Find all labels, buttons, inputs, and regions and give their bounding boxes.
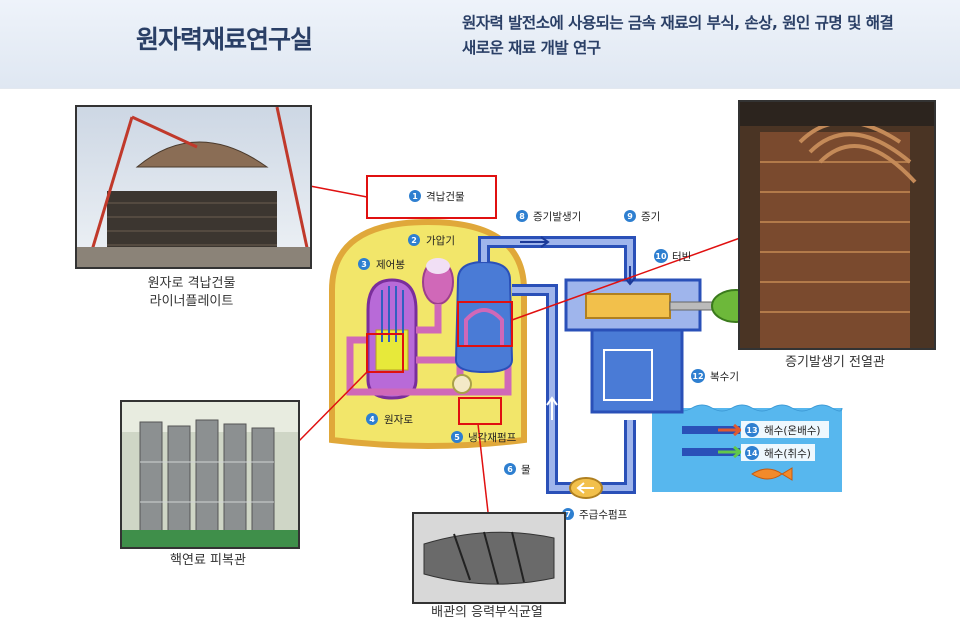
label-7-text: 주급수펌프 bbox=[579, 509, 628, 521]
photo-fuel-cladding bbox=[120, 400, 300, 549]
label-12-text: 복수기 bbox=[710, 371, 739, 383]
caption-containment-line2: 라이너플레이트 bbox=[149, 294, 234, 309]
svg-text:6: 6 bbox=[507, 465, 513, 474]
arrow-feedwater bbox=[576, 482, 594, 494]
svg-text:2: 2 bbox=[411, 236, 417, 245]
description-line-1: 원자력 발전소에 사용되는 금속 재료의 부식, 손상, 원인 규명 및 해결 bbox=[462, 14, 894, 32]
caption-fuel-cladding: 핵연료 피복관 bbox=[170, 553, 246, 568]
highlight-fuel bbox=[366, 333, 404, 373]
label-13-text: 해수(온배수) bbox=[764, 424, 821, 437]
fish-icon bbox=[751, 467, 793, 481]
svg-text:9: 9 bbox=[627, 212, 633, 221]
arrow-steam-down bbox=[624, 266, 636, 286]
feedwater-pipe-inner bbox=[512, 287, 633, 491]
caption-containment-liner: 원자로 격납건물 라이너플레이트 bbox=[75, 275, 308, 311]
turbine bbox=[585, 293, 671, 319]
label-3-text: 제어봉 bbox=[376, 259, 405, 271]
header-banner: 원자력재료연구실 원자력 발전소에 사용되는 금속 재료의 부식, 손상, 원인… bbox=[0, 0, 960, 89]
caption-steam-generator-tubes: 증기발생기 전열관 bbox=[785, 355, 885, 370]
svg-text:3: 3 bbox=[361, 260, 367, 269]
label-8-text: 증기발생기 bbox=[533, 211, 581, 223]
steam-generator bbox=[454, 260, 514, 374]
label-feedwater-pump: 7 주급수펌프 bbox=[562, 508, 628, 521]
label-6-text: 물 bbox=[521, 464, 531, 476]
caption-containment-line1: 원자로 격납건물 bbox=[147, 276, 236, 291]
svg-text:4: 4 bbox=[369, 415, 375, 424]
label-sea-intake: 14 해수(취수) bbox=[741, 444, 815, 461]
sea-wave bbox=[651, 404, 843, 412]
label-9-text: 증기 bbox=[641, 211, 660, 223]
highlight-pipe bbox=[458, 397, 502, 425]
photo-steam-generator-tubes bbox=[738, 100, 936, 350]
label-reactor: 4 원자로 bbox=[366, 413, 413, 426]
steam-generator-tubes bbox=[464, 308, 504, 345]
caption-pipe-scc: 배관의 응력부식균열 bbox=[431, 605, 543, 620]
label-steam-generator: 8 증기발생기 bbox=[516, 210, 581, 223]
label-control-rod: 3 제어봉 bbox=[358, 258, 405, 271]
label-1-text: 격납건물 bbox=[426, 190, 465, 203]
pressurizer-top bbox=[426, 258, 450, 274]
label-steam: 9 증기 bbox=[624, 210, 660, 223]
svg-text:8: 8 bbox=[519, 212, 525, 221]
page-description: 원자력 발전소에 사용되는 금속 재료의 부식, 손상, 원인 규명 및 해결 … bbox=[462, 11, 894, 61]
label-5-text: 냉각재펌프 bbox=[468, 432, 517, 444]
condenser-coils bbox=[603, 349, 653, 401]
photo-pipe-scc bbox=[412, 512, 566, 604]
label-4-text: 원자로 bbox=[384, 414, 413, 426]
label-14-text: 해수(취수) bbox=[764, 447, 811, 460]
label-turbine: 10 터빈 bbox=[654, 249, 691, 263]
label-coolant-pump: 5 냉각재펌프 bbox=[451, 431, 517, 444]
label-sea-warm: 13 해수(온배수) bbox=[741, 421, 829, 438]
label-2-text: 가압기 bbox=[426, 234, 455, 247]
arrow-warm-water bbox=[718, 423, 743, 437]
label-condenser: 12 복수기 bbox=[691, 369, 739, 383]
label-10-text: 터빈 bbox=[672, 251, 691, 263]
svg-text:13: 13 bbox=[746, 426, 757, 435]
photo-containment-liner bbox=[75, 105, 312, 269]
connector-lines bbox=[295, 185, 741, 513]
highlight-steam-generator bbox=[457, 301, 513, 347]
svg-text:12: 12 bbox=[692, 372, 703, 381]
steam-pipe-inner bbox=[481, 239, 633, 286]
svg-text:10: 10 bbox=[655, 252, 667, 261]
description-line-2: 새로운 재료 개발 연구 bbox=[462, 39, 601, 57]
arrow-intake-water bbox=[718, 445, 743, 459]
label-containment: 1 격납건물 bbox=[409, 190, 465, 203]
svg-text:14: 14 bbox=[746, 449, 758, 458]
svg-text:1: 1 bbox=[412, 192, 418, 201]
svg-text:5: 5 bbox=[454, 433, 460, 442]
label-pressurizer: 2 가압기 bbox=[408, 234, 455, 247]
coolant-pump bbox=[452, 374, 472, 394]
svg-text:7: 7 bbox=[565, 510, 571, 519]
arrow-water-up bbox=[546, 396, 558, 420]
arrow-steam bbox=[520, 236, 550, 248]
page-title: 원자력재료연구실 bbox=[136, 25, 313, 54]
